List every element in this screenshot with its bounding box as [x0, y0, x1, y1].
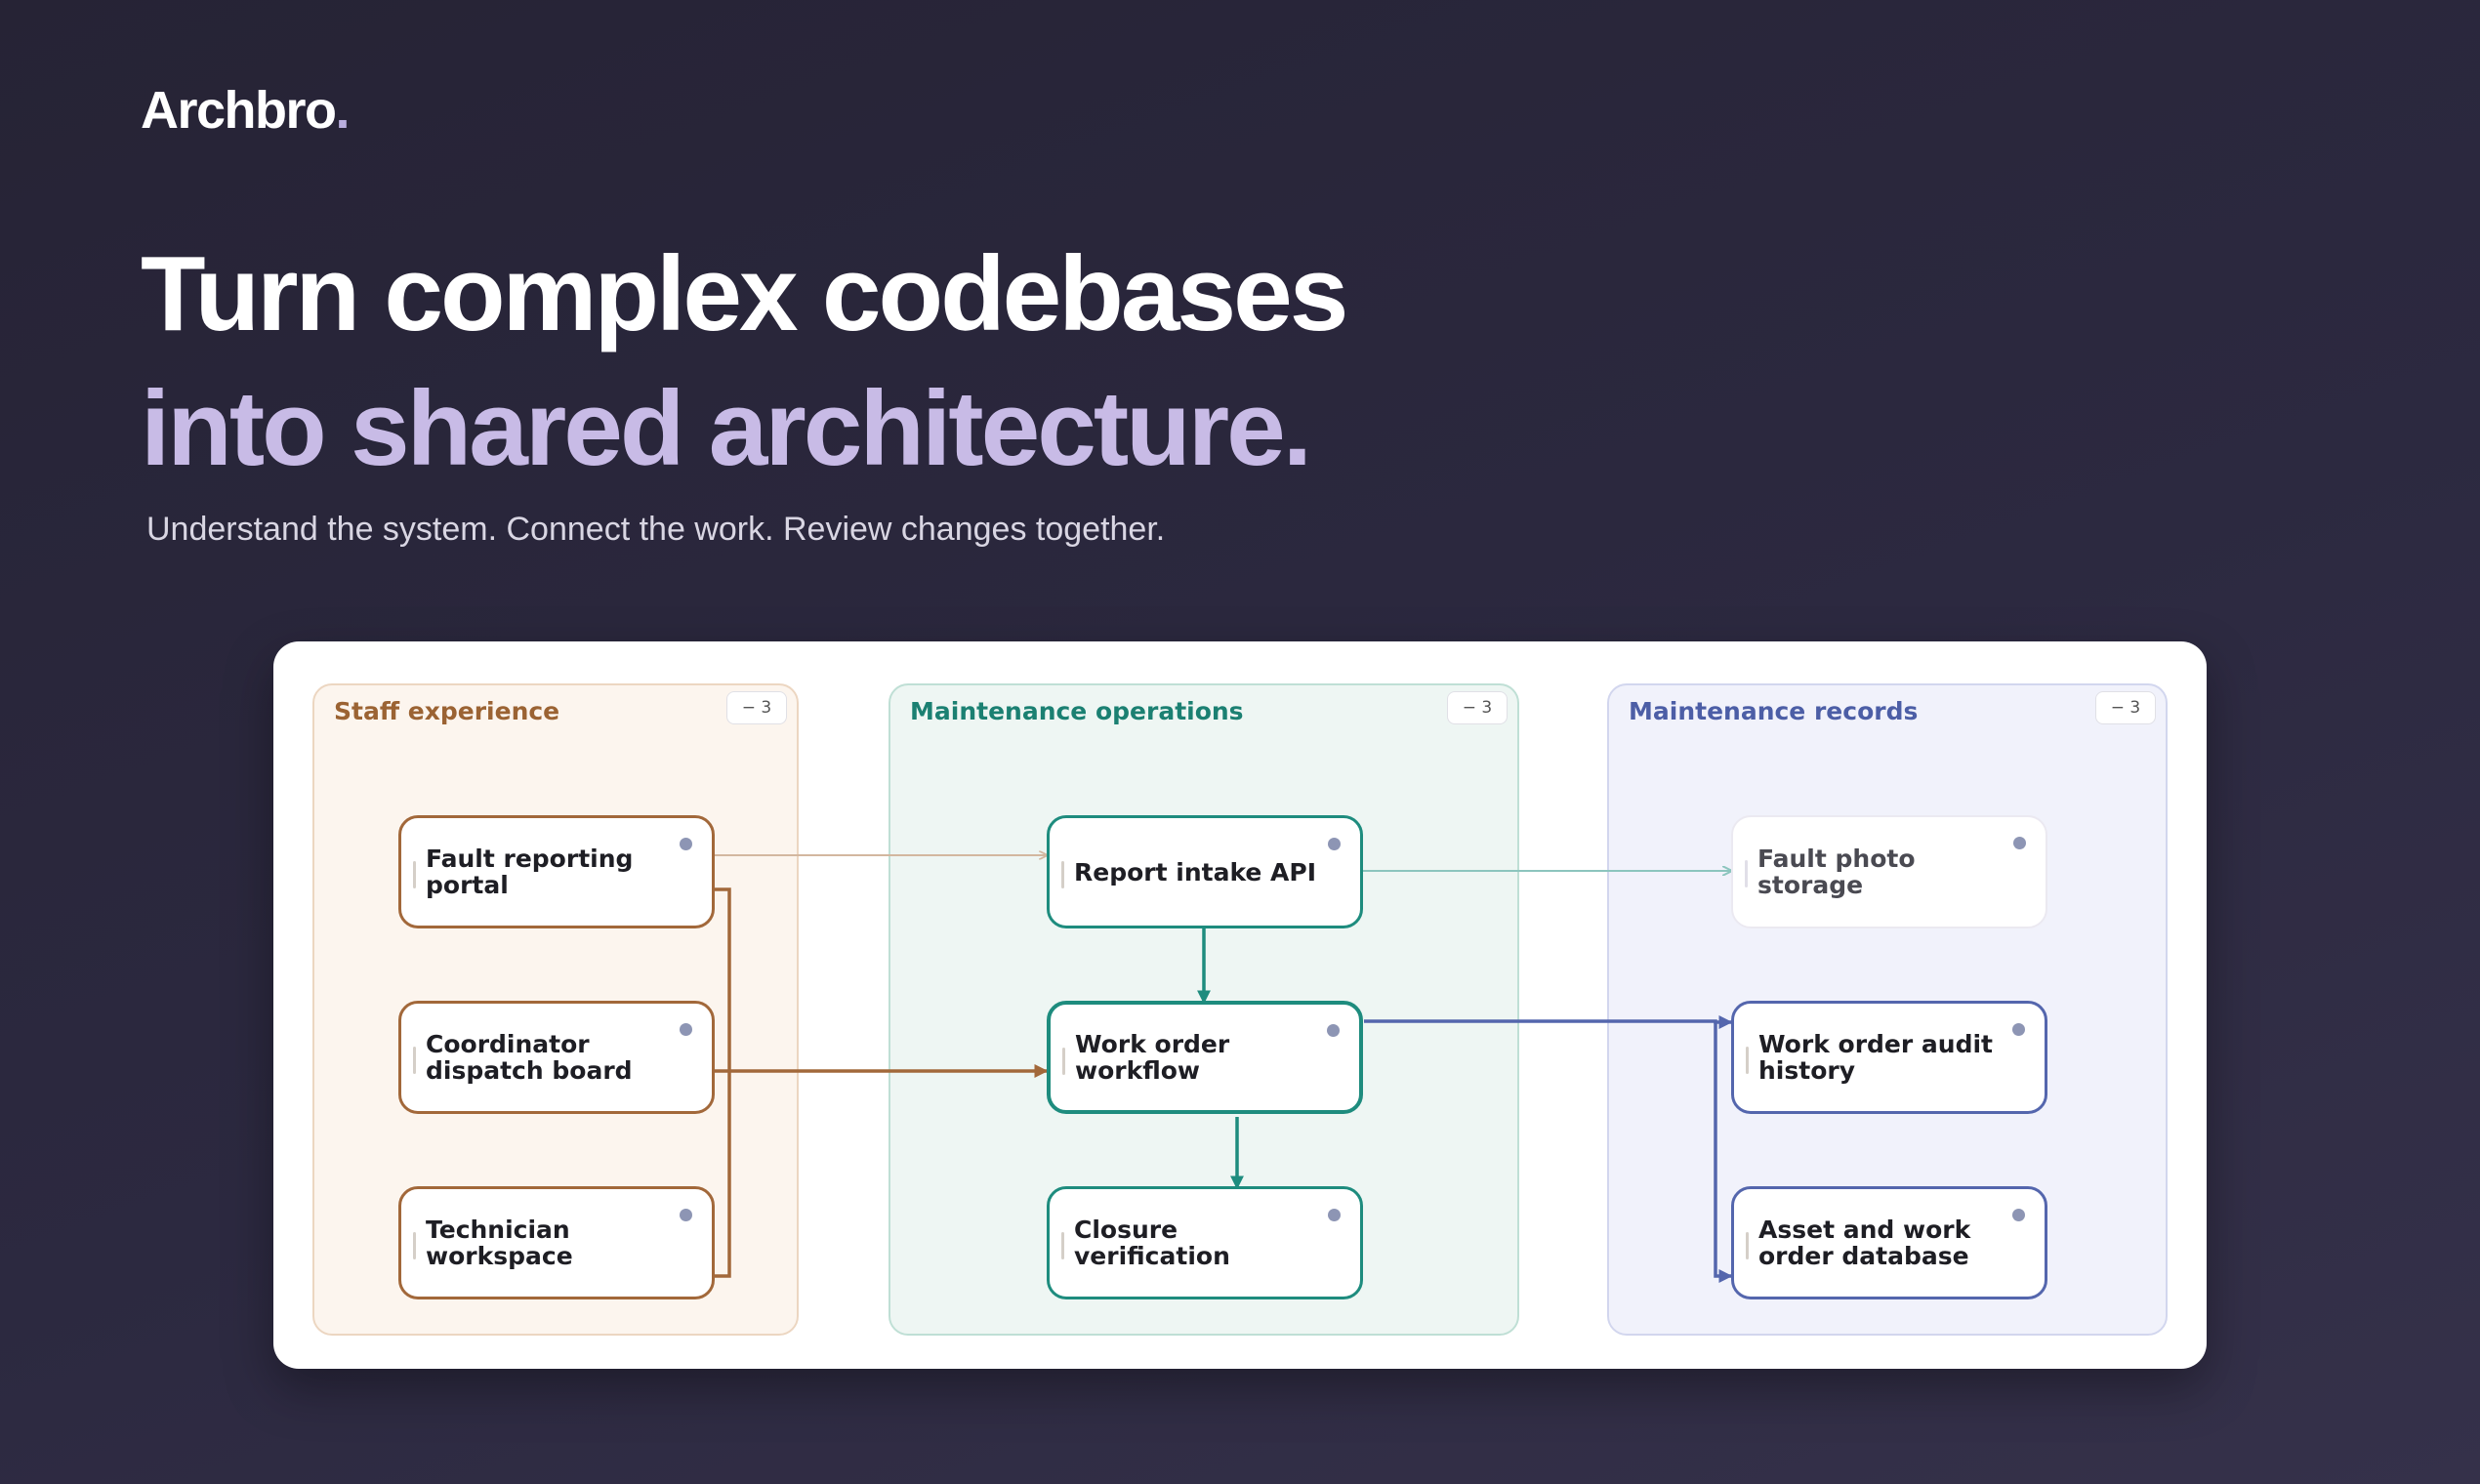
node-accent-bar: [1061, 1232, 1064, 1259]
collapse-group-button[interactable]: − 3: [2095, 691, 2156, 724]
node-label: Work order workflow: [1075, 1030, 1230, 1085]
node-accent-bar: [413, 1047, 416, 1074]
status-dot-icon: [2012, 1209, 2025, 1221]
status-dot-icon: [1328, 838, 1341, 850]
node-accent-bar: [1061, 861, 1064, 888]
collapse-group-button[interactable]: − 3: [726, 691, 787, 724]
node-accent-bar: [1745, 860, 1748, 887]
group-title: Staff experience: [334, 697, 560, 725]
status-dot-icon: [680, 1023, 692, 1036]
collapse-group-button[interactable]: − 3: [1447, 691, 1508, 724]
brand-dot: .: [335, 81, 351, 140]
hero-subhead: Understand the system. Connect the work.…: [146, 511, 1166, 548]
node-label: Fault photo storage: [1757, 845, 1916, 899]
brand-logo[interactable]: Archbro.: [141, 80, 351, 141]
node-label: Asset and work order database: [1758, 1216, 1971, 1270]
node-asset-and-work-order-database[interactable]: Asset and work order database: [1731, 1186, 2047, 1299]
status-dot-icon: [2012, 1023, 2025, 1036]
status-dot-icon: [680, 1209, 692, 1221]
status-dot-icon: [680, 838, 692, 850]
node-accent-bar: [1062, 1048, 1065, 1075]
node-fault-photo-storage[interactable]: Fault photo storage: [1731, 815, 2047, 928]
node-label: Work order audit history: [1758, 1030, 1993, 1085]
node-work-order-audit-history[interactable]: Work order audit history: [1731, 1001, 2047, 1114]
node-label: Coordinator dispatch board: [426, 1030, 633, 1085]
node-accent-bar: [413, 1232, 416, 1259]
node-accent-bar: [1746, 1232, 1749, 1259]
node-closure-verification[interactable]: Closure verification: [1047, 1186, 1363, 1299]
node-fault-reporting-portal[interactable]: Fault reporting portal: [398, 815, 715, 928]
hero-headline: Turn complex codebases into shared archi…: [141, 227, 1348, 496]
node-label: Report intake API: [1074, 857, 1317, 886]
node-coordinator-dispatch-board[interactable]: Coordinator dispatch board: [398, 1001, 715, 1114]
headline-line-2: into shared architecture.: [141, 369, 1312, 488]
node-accent-bar: [413, 861, 416, 888]
group-title: Maintenance operations: [910, 697, 1244, 725]
node-label: Technician workspace: [426, 1216, 573, 1270]
headline-line-1: Turn complex codebases: [141, 234, 1348, 353]
node-technician-workspace[interactable]: Technician workspace: [398, 1186, 715, 1299]
status-dot-icon: [1327, 1024, 1340, 1037]
node-label: Fault reporting portal: [426, 845, 634, 899]
node-label: Closure verification: [1074, 1216, 1230, 1270]
node-accent-bar: [1746, 1047, 1749, 1074]
status-dot-icon: [2013, 837, 2026, 849]
node-work-order-workflow[interactable]: Work order workflow: [1047, 1001, 1363, 1114]
node-report-intake-api[interactable]: Report intake API: [1047, 815, 1363, 928]
brand-name: Archbro: [141, 81, 337, 140]
architecture-diagram-card: Staff experience − 3 Maintenance operati…: [273, 641, 2207, 1369]
group-title: Maintenance records: [1629, 697, 1919, 725]
status-dot-icon: [1328, 1209, 1341, 1221]
